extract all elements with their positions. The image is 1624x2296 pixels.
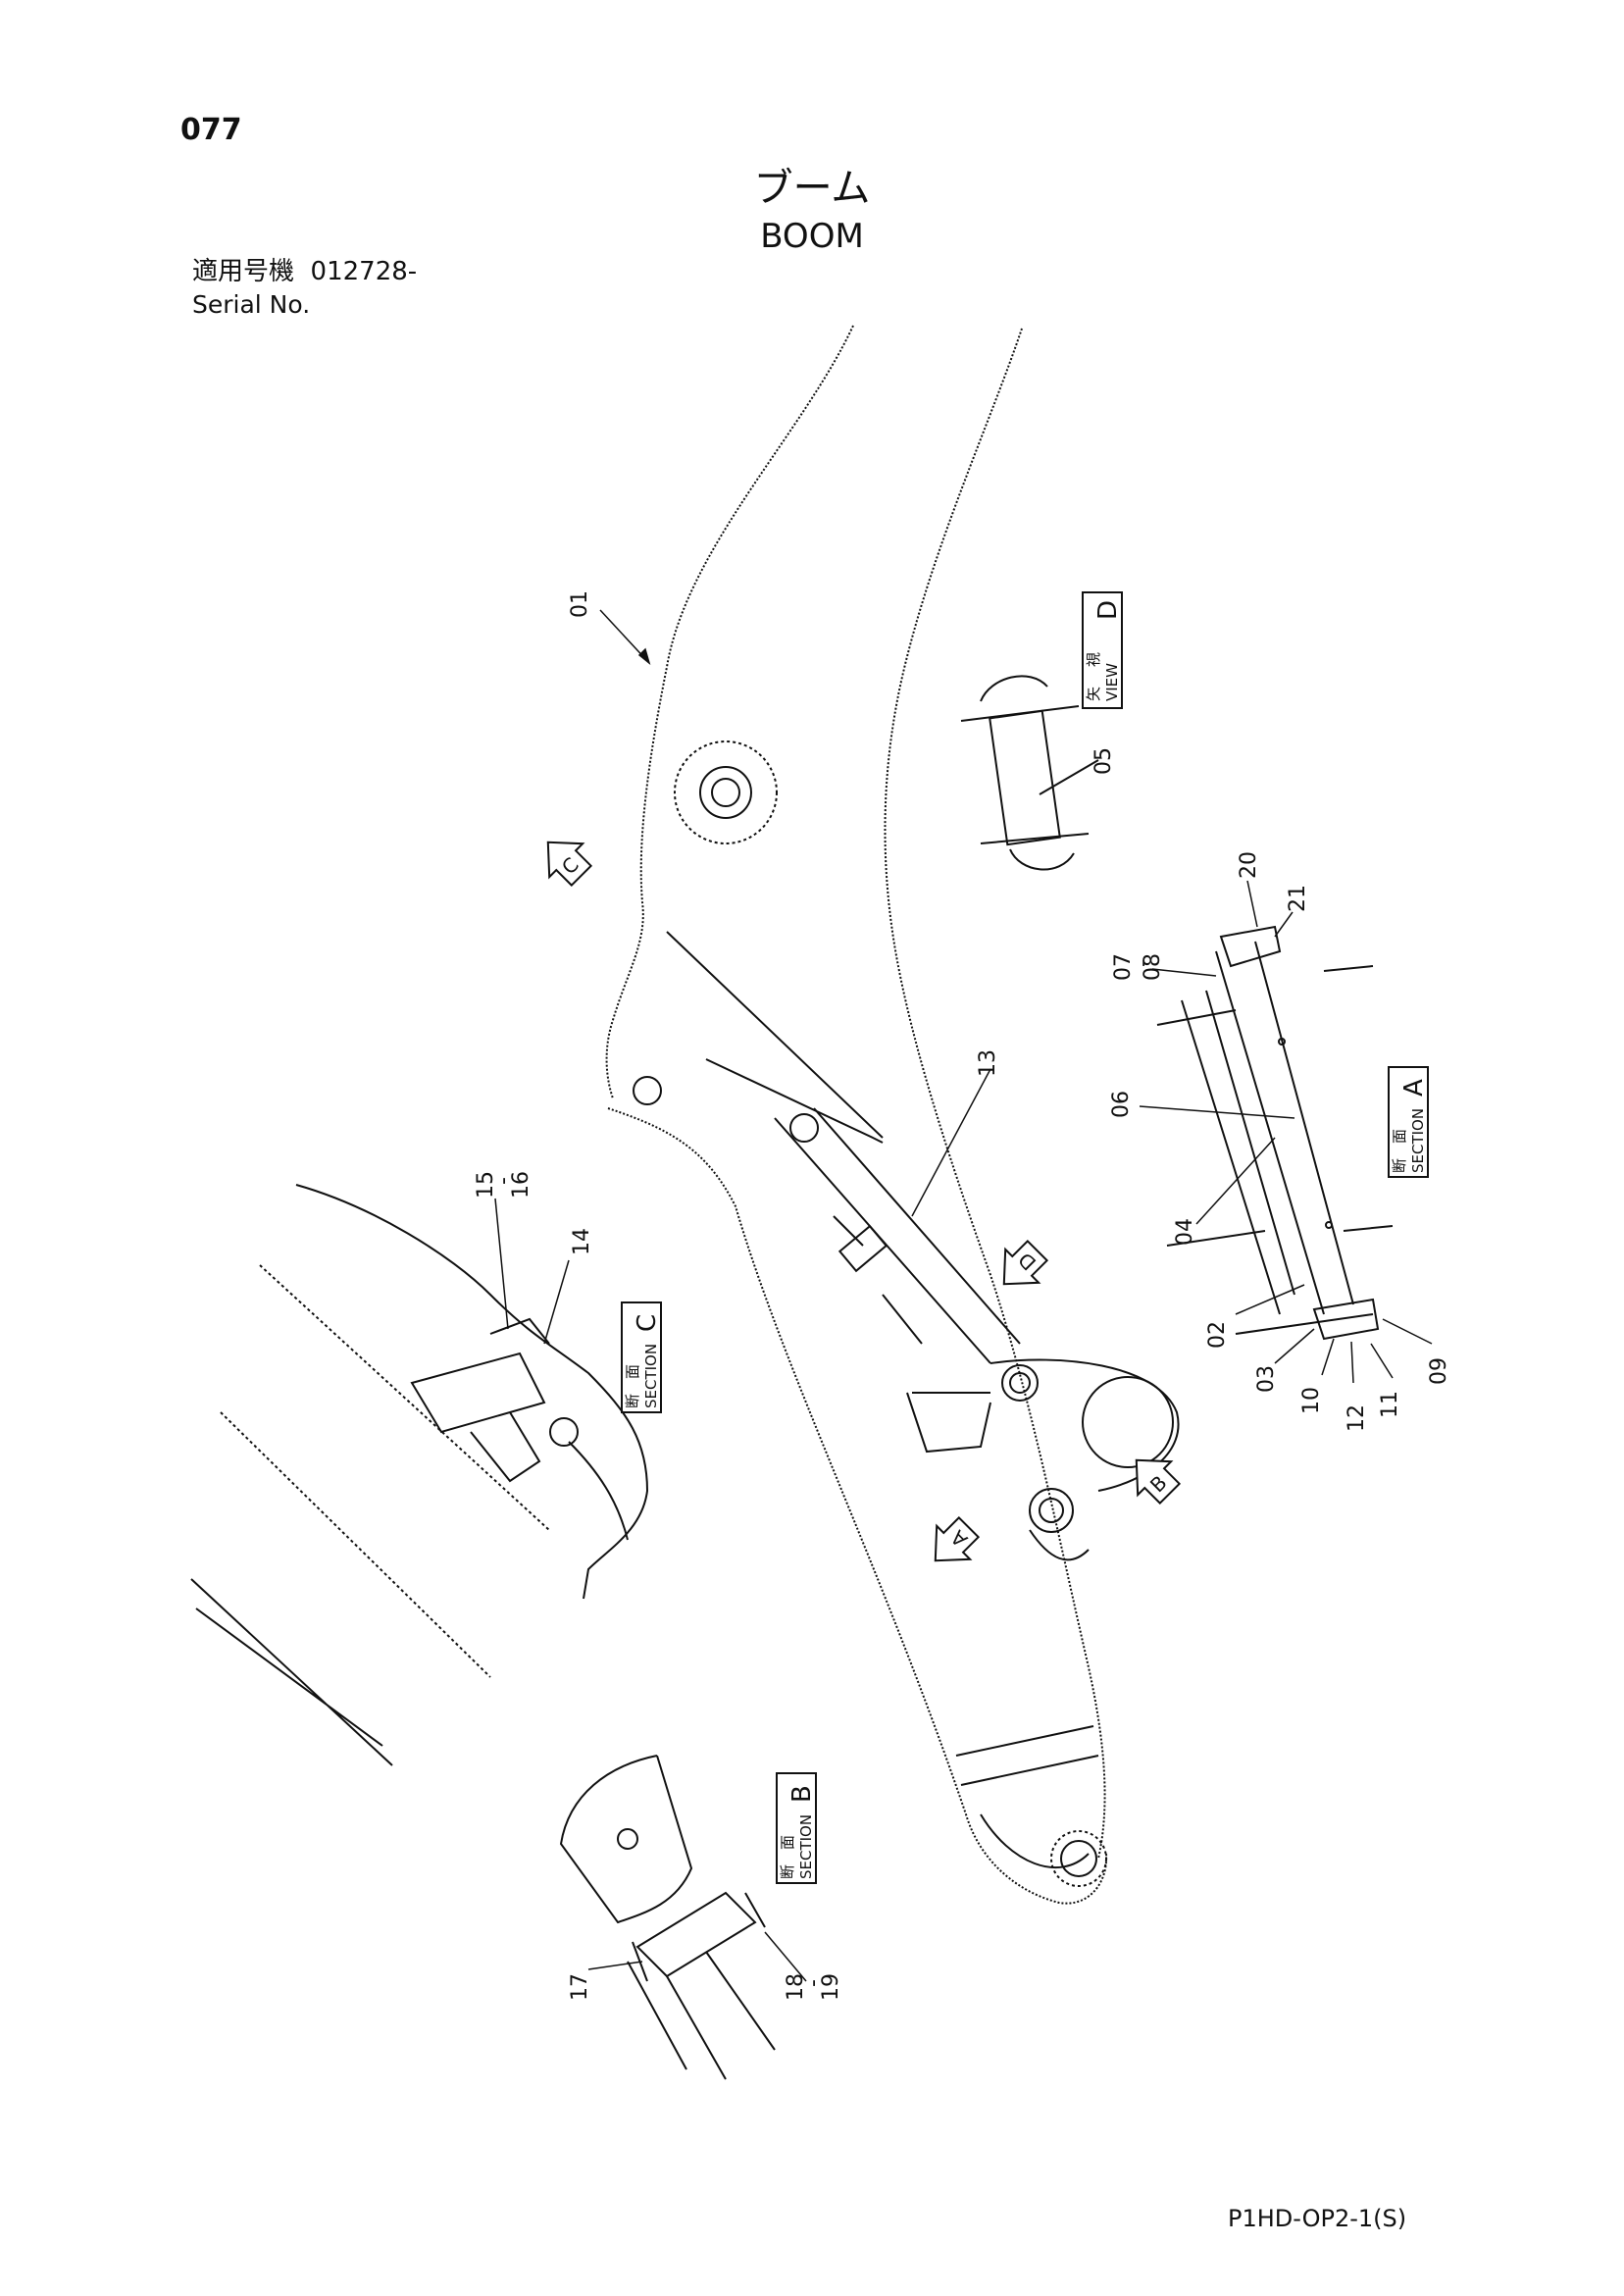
- arm-cylinder-bracket: [666, 931, 884, 1144]
- part-label-09: 09: [1427, 1357, 1451, 1385]
- section-b-detail: [559, 1755, 776, 2080]
- part-label-range-0708: -: [1131, 959, 1155, 967]
- part-label-02: 02: [1205, 1321, 1230, 1349]
- part-label-range-1819: -: [801, 1979, 826, 1987]
- section-c-word: SECTION: [642, 1344, 660, 1408]
- boom-bracket-pin: [633, 1076, 662, 1105]
- boom-foot-plate: [955, 1725, 1099, 1869]
- section-b-kanji-2: 面: [779, 1835, 796, 1850]
- serial-label-en: Serial No.: [192, 290, 311, 319]
- boom-cylinder-bracket: [906, 1358, 1180, 1561]
- section-c-box: 断 面 SECTION C: [621, 1301, 662, 1413]
- boom-outer-contour: [605, 325, 854, 1099]
- section-a-kanji-2: 面: [1391, 1129, 1408, 1144]
- footer-code: P1HD-OP2-1(S): [1228, 2205, 1407, 2232]
- part-label-16: 16: [509, 1171, 533, 1199]
- section-a-callouts: 20 21 07 - 08 06 04 02 03 10 12 11 09: [1109, 851, 1451, 1432]
- section-c-letter: C: [633, 1314, 662, 1332]
- section-c-kanji-2: 面: [624, 1364, 641, 1379]
- view-marker-c: C: [546, 841, 593, 888]
- serial-label-jp: 適用号機: [192, 257, 295, 286]
- part-label-12: 12: [1345, 1404, 1369, 1432]
- callout-01: 01: [568, 590, 651, 666]
- title-english: BOOM: [760, 217, 864, 256]
- serial-value: 012728-: [310, 257, 418, 286]
- section-a-word: SECTION: [1409, 1108, 1427, 1173]
- view-d-body: [989, 709, 1061, 846]
- part-label-range-1516: -: [491, 1177, 516, 1185]
- part-label-07: 07: [1111, 953, 1136, 981]
- section-b-word: SECTION: [797, 1814, 815, 1879]
- section-b-kanji-1: 断: [779, 1864, 796, 1879]
- section-c-callouts: 15 - 16 14: [474, 1171, 594, 1345]
- part-label-20: 20: [1237, 851, 1261, 879]
- section-c-kanji-1: 断: [624, 1394, 641, 1408]
- part-label-15: 15: [474, 1171, 498, 1199]
- boom-top-boss: [674, 740, 778, 844]
- section-a-box: 断 面 SECTION A: [1388, 1066, 1429, 1178]
- part-label-14: 14: [570, 1228, 594, 1255]
- view-d-kanji-1: 矢: [1085, 687, 1102, 701]
- view-marker-b: B: [1135, 1458, 1182, 1505]
- view-marker-a: A: [934, 1515, 981, 1562]
- pipe-assembly-13: [774, 1107, 1021, 1364]
- boom-main-body: [605, 325, 1180, 1905]
- part-label-03: 03: [1254, 1365, 1279, 1393]
- boom-inner-contour: [884, 328, 1106, 1860]
- part-label-11: 11: [1378, 1391, 1402, 1418]
- section-b-letter: B: [787, 1785, 817, 1803]
- part-label-08: 08: [1141, 953, 1165, 981]
- callout-13: 13: [911, 1049, 1000, 1217]
- view-d-detail: 05: [960, 675, 1116, 871]
- part-label-01: 01: [568, 590, 592, 618]
- part-label-21: 21: [1286, 885, 1310, 912]
- part-label-04: 04: [1173, 1218, 1197, 1246]
- part-label-10: 10: [1299, 1387, 1324, 1414]
- page-number: 077: [180, 113, 242, 147]
- part-label-18: 18: [784, 1973, 808, 2001]
- section-c-detail: [190, 1184, 649, 1766]
- section-a-detail: [1156, 925, 1394, 1341]
- view-d-word: VIEW: [1103, 663, 1121, 701]
- section-a-letter: A: [1399, 1079, 1429, 1097]
- section-b-callouts: 17 18 - 19: [568, 1931, 843, 2001]
- view-d-box: 矢 視 VIEW D: [1082, 591, 1123, 709]
- view-d-letter: D: [1093, 600, 1123, 620]
- view-d-kanji-2: 視: [1085, 652, 1102, 667]
- part-label-13: 13: [976, 1049, 1000, 1077]
- boom-foot-pin: [1060, 1840, 1097, 1877]
- boom-lower-contour: [607, 1107, 1108, 1905]
- title-japanese: ブーム: [753, 166, 871, 211]
- part-label-17: 17: [568, 1973, 592, 2001]
- part-label-06: 06: [1109, 1091, 1134, 1118]
- part-label-05: 05: [1091, 747, 1116, 775]
- section-a-kanji-1: 断: [1391, 1158, 1408, 1173]
- serial-label: 適用号機 012728-: [192, 259, 417, 284]
- boom-cylinder-boss: [1082, 1376, 1174, 1468]
- part-label-19: 19: [819, 1973, 843, 2001]
- view-marker-d: D: [1002, 1239, 1049, 1286]
- section-b-box: 断 面 SECTION B: [776, 1772, 817, 1884]
